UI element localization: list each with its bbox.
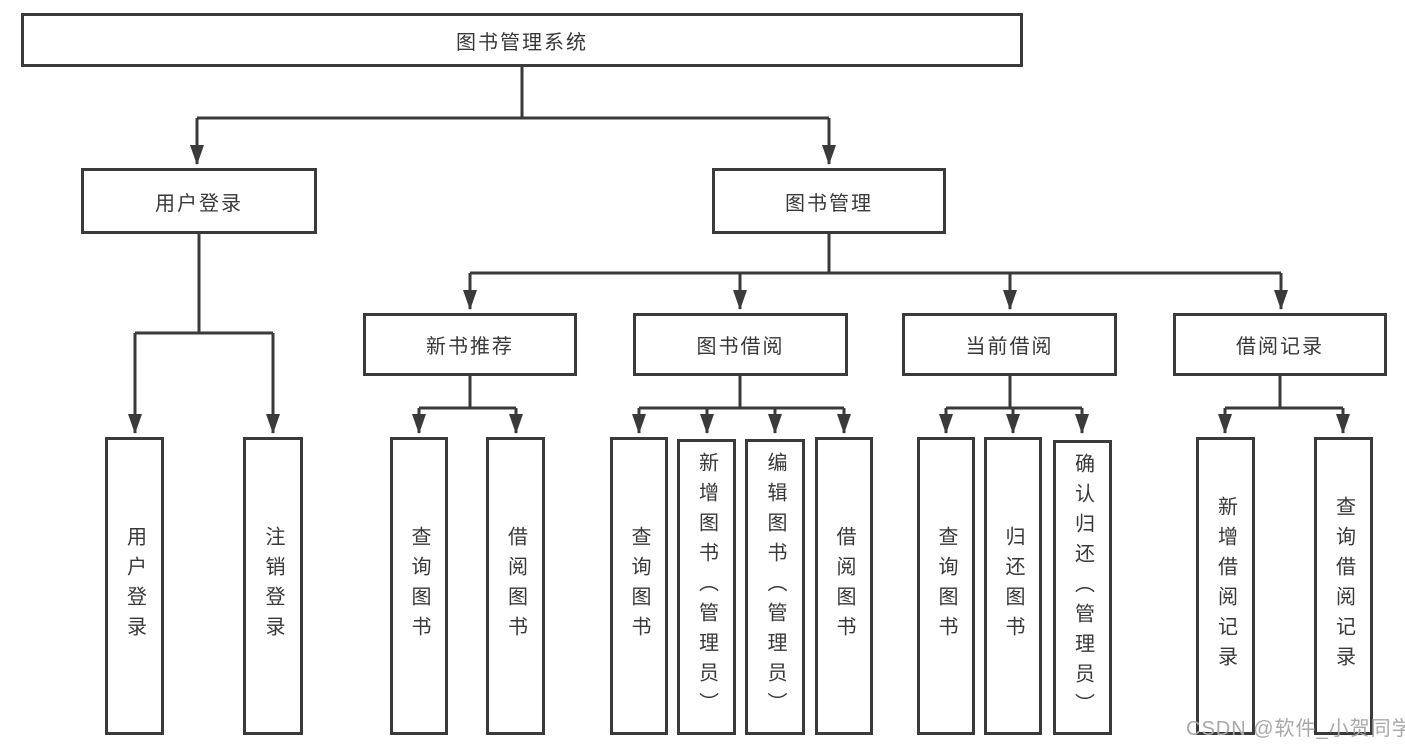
leaf-edit-book-admin-label: 编辑图书（管理员） (764, 452, 786, 722)
leaf-confirm-return-admin: 确认归还（管理员） (1053, 440, 1112, 735)
leaf-borrow-books-recommend-label: 借阅图书 (504, 526, 527, 646)
leaf-query-books-current-label: 查询图书 (935, 526, 957, 646)
node-root: 图书管理系统 (21, 13, 1023, 67)
connector-rails (135, 65, 1343, 410)
leaf-add-book-admin-label: 新增图书（管理员） (695, 452, 718, 722)
leaf-query-books-recommend-label: 查询图书 (408, 526, 430, 646)
node-borrow-records: 借阅记录 (1173, 313, 1387, 376)
node-current-borrow: 当前借阅 (902, 313, 1117, 376)
leaf-return-book-label: 归还图书 (1002, 526, 1024, 646)
leaf-borrow-books-borrow-label: 借阅图书 (833, 526, 855, 646)
leaf-query-books-borrow: 查询图书 (610, 437, 668, 735)
node-root-label: 图书管理系统 (456, 31, 588, 54)
watermark-text: CSDN @软件_小贺同学 (1186, 718, 1405, 740)
leaf-query-borrow-record: 查询借阅记录 (1314, 437, 1373, 735)
leaf-add-borrow-record-label: 新增借阅记录 (1214, 496, 1237, 676)
leaf-query-books-borrow-label: 查询图书 (628, 526, 650, 646)
node-current-borrow-label: 当前借阅 (965, 336, 1054, 358)
node-book-management: 图书管理 (712, 168, 946, 234)
leaf-user-login: 用户登录 (105, 437, 164, 735)
node-new-book-recommend: 新书推荐 (363, 313, 577, 376)
node-user-login: 用户登录 (81, 168, 317, 234)
leaf-logout: 注销登录 (243, 437, 303, 735)
leaf-logout-label: 注销登录 (262, 526, 284, 646)
node-book-borrow-label: 图书借阅 (696, 336, 785, 358)
leaf-borrow-books-recommend: 借阅图书 (486, 437, 545, 735)
leaf-borrow-books-borrow: 借阅图书 (815, 437, 873, 735)
node-borrow-records-label: 借阅记录 (1236, 336, 1324, 358)
leaf-query-borrow-record-label: 查询借阅记录 (1332, 496, 1355, 676)
leaf-query-books-recommend: 查询图书 (390, 437, 448, 735)
leaf-add-book-admin: 新增图书（管理员） (677, 439, 736, 735)
connector-arrows (128, 118, 1350, 434)
node-book-management-label: 图书管理 (785, 192, 873, 215)
leaf-add-borrow-record: 新增借阅记录 (1196, 437, 1255, 735)
leaf-user-login-label: 用户登录 (123, 526, 146, 646)
leaf-confirm-return-admin-label: 确认归还（管理员） (1071, 452, 1094, 723)
leaf-query-books-current: 查询图书 (917, 437, 975, 735)
leaf-edit-book-admin: 编辑图书（管理员） (745, 439, 805, 735)
node-new-book-recommend-label: 新书推荐 (426, 336, 514, 358)
node-book-borrow: 图书借阅 (633, 313, 848, 376)
node-user-login-label: 用户登录 (155, 192, 243, 215)
leaf-return-book: 归还图书 (984, 437, 1042, 735)
